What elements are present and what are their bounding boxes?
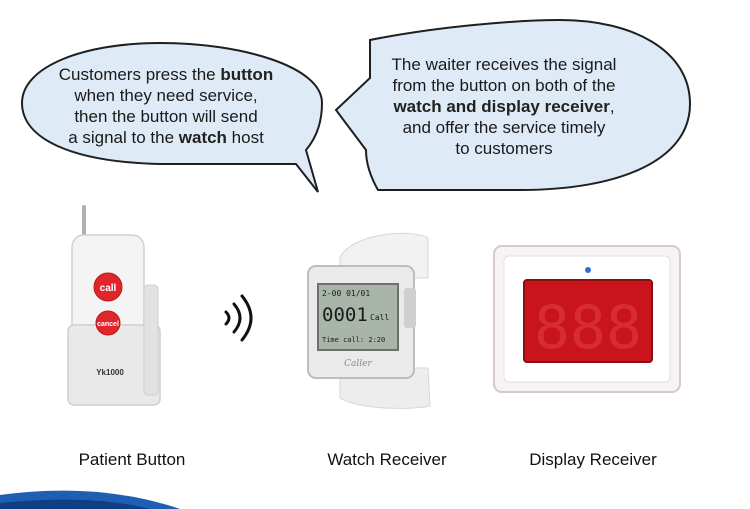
right-line4-text: and offer the service timely [402, 118, 606, 137]
left-line4-post: host [226, 128, 264, 147]
left-line4-text: a signal to the [68, 128, 179, 147]
right-line3-post: , [609, 97, 615, 116]
call-label: call [100, 283, 117, 294]
right-line3-bold: watch and display receiver [393, 97, 610, 116]
left-line4-bold: watch [178, 128, 227, 147]
patient-button-caption: Patient Button [78, 450, 186, 469]
right-bubble-text: The waiter receives the signal from the … [364, 54, 644, 159]
led-digits: 888 [534, 293, 642, 363]
left-bubble-text: Customers press the button when they nee… [40, 64, 292, 148]
watch-screen-number: 0001 [322, 304, 368, 326]
watch-screen-line3: Time call: 2:20 [322, 336, 385, 344]
watch-screen-suffix: Call [370, 313, 389, 322]
cancel-button [95, 310, 121, 336]
left-line1-text: Customers press the [58, 65, 221, 84]
corner-swoosh-decoration [0, 490, 180, 509]
watch-receiver-image: 2-00 01/01 0001 Call Time call: 2:20 Cal… [307, 232, 431, 409]
watch-screen [317, 283, 399, 351]
left-speech-bubble [20, 41, 324, 193]
speech-bubbles [20, 18, 692, 193]
watch-screen-line1: 2-00 01/01 [322, 289, 370, 298]
right-line2-text: from the button on both of the [392, 76, 616, 95]
right-line5-text: to customers [455, 139, 553, 158]
right-speech-bubble [334, 18, 692, 191]
indicator-light [585, 267, 591, 273]
right-line1-text: The waiter receives the signal [391, 55, 617, 74]
led-panel [523, 279, 653, 363]
patient-button-image: call cancel Yk1000 [67, 205, 161, 406]
call-button [93, 272, 123, 302]
left-line1-bold: button [220, 65, 274, 84]
model-label: Yk1000 [96, 368, 124, 377]
left-line2-text: when they need service, [74, 86, 258, 105]
watch-receiver-caption: Watch Receiver [327, 450, 447, 469]
cancel-label: cancel [97, 321, 119, 328]
wireless-signal-icon [224, 294, 253, 342]
watch-brand: Caller [344, 359, 372, 369]
display-receiver-image: 888 [493, 245, 681, 393]
display-receiver-caption: Display Receiver [529, 450, 657, 469]
left-line3-text: then the button will send [74, 107, 258, 126]
